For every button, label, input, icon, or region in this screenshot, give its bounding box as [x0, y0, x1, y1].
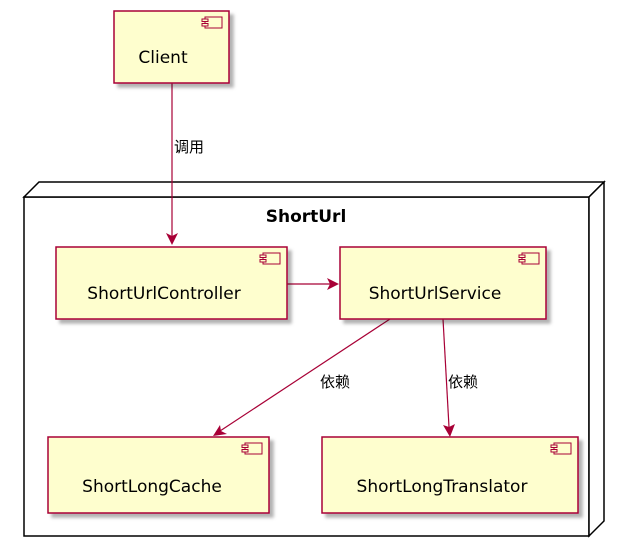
node-side-face — [588, 180, 605, 538]
arrowhead — [327, 278, 339, 290]
node-top-face — [22, 181, 606, 198]
component-label: ShortUrlService — [369, 284, 502, 304]
arrowhead — [213, 425, 227, 436]
component-label: ShortLongTranslator — [357, 477, 528, 497]
edge-service-to-translator: 依赖 — [442, 318, 478, 437]
edge-service-to-cache: 依赖 — [213, 318, 391, 436]
edge-label-invoke: 调用 — [174, 138, 204, 156]
edge-label-depends-cache: 依赖 — [320, 373, 350, 391]
component-client[interactable]: Client — [113, 10, 230, 84]
edge-controller-to-service — [287, 278, 339, 290]
node-title: ShortUrl — [266, 207, 347, 227]
component-shorturlcontroller[interactable]: ShortUrlController — [55, 246, 288, 320]
component-label: ShortLongCache — [82, 477, 222, 497]
component-shortlongcache[interactable]: ShortLongCache — [47, 436, 270, 514]
component-icon — [518, 252, 540, 265]
component-icon — [259, 252, 281, 265]
component-icon — [201, 16, 223, 29]
component-shortlongtranslator[interactable]: ShortLongTranslator — [321, 436, 579, 514]
arrowhead — [166, 233, 178, 245]
component-label: ShortUrlController — [87, 284, 240, 304]
component-icon — [241, 442, 263, 455]
component-label: Client — [138, 48, 188, 68]
arrowhead — [443, 424, 455, 437]
component-icon — [550, 442, 572, 455]
edge-label-depends-translator: 依赖 — [448, 373, 478, 391]
edge-client-to-controller: 调用 — [166, 83, 204, 245]
component-shorturlservice[interactable]: ShortUrlService — [339, 246, 547, 320]
